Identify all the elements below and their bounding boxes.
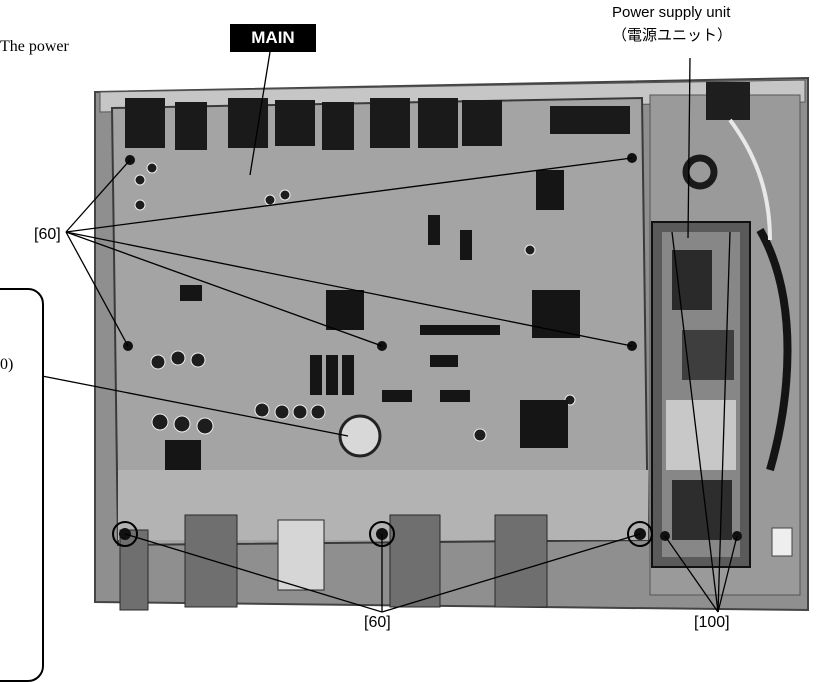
ribbon-cables: [119, 514, 548, 611]
callout-box: [0, 288, 44, 682]
top-text-fragment: The power: [0, 38, 69, 55]
side-text-fragment: 0): [0, 356, 14, 373]
ic-chips: [165, 170, 580, 470]
leader-lines: [41, 51, 738, 613]
main-board-tag: MAIN: [230, 24, 316, 52]
screw-label-psu: [100]: [694, 614, 730, 631]
screw-label-left: [60]: [34, 226, 61, 243]
disassembly-diagram: The power 0) MAIN Power supply unit （電源ユ…: [0, 4, 809, 682]
psu-label-line1: Power supply unit: [612, 4, 731, 21]
psu-label-line2: （電源ユニット）: [612, 27, 733, 44]
screw-label-bottom: [60]: [364, 614, 391, 631]
backup-battery: [338, 414, 382, 458]
rear-connectors: [125, 98, 630, 150]
main-board-photo: [94, 76, 809, 612]
capacitors: [134, 162, 576, 442]
